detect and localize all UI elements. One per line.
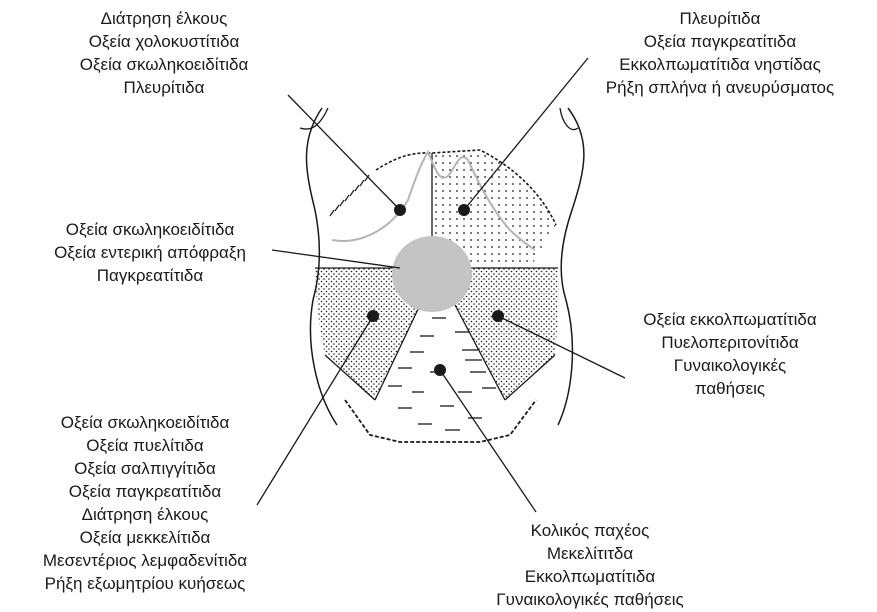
condition-label: Οξεία εκκολπωματίτιδα	[600, 308, 860, 331]
torso-outline-right	[558, 108, 584, 425]
condition-label: Πυελοπεριτονίτιδα	[600, 331, 860, 354]
condition-label: Πλευρίτιδα	[14, 76, 314, 99]
lower-center-conditions: Κολικός παχέος Μεκελίτιτδα Εκκολπωματίτι…	[470, 519, 710, 611]
condition-label: Ρήξη εξωμητρίου κυήσεως	[0, 572, 290, 595]
condition-label: Μεκελίτιτδα	[470, 542, 710, 565]
condition-label: παθήσεις	[600, 377, 860, 400]
upper-right-conditions: Πλευρίτιδα Οξεία παγκρεατίτιδα Εκκολπωμα…	[570, 7, 870, 99]
condition-label: Εκκολπωματίτιδα νηστίδας	[570, 53, 870, 76]
marker-lower-left	[367, 310, 379, 322]
condition-label: Οξεία παγκρεατίτιδα	[570, 30, 870, 53]
condition-label: Γυναικολογικές παθήσεις	[470, 588, 710, 611]
condition-label: Οξεία σκωληκοειδίτιδα	[14, 53, 314, 76]
condition-label: Πλευρίτιδα	[570, 7, 870, 30]
condition-label: Οξεία σκωληκοειδίτιδα	[0, 411, 290, 434]
center-conditions: Οξεία σκωληκοειδίτιδα Οξεία εντερική από…	[20, 218, 280, 287]
condition-label: Οξεία χολοκυστίτιδα	[14, 30, 314, 53]
condition-label: Διάτρηση έλκους	[0, 503, 290, 526]
condition-label: Οξεία σκωληκοειδίτιδα	[20, 218, 280, 241]
condition-label: Μεσεντέριος λεμφαδενίτιδα	[0, 549, 290, 572]
upper-left-conditions: Διάτρηση έλκους Οξεία χολοκυστίτιδα Οξεί…	[14, 7, 314, 99]
condition-label: Ρήξη σπλήνα ή ανευρύσματος	[570, 76, 870, 99]
condition-label: Κολικός παχέος	[470, 519, 710, 542]
marker-lower-right	[492, 310, 504, 322]
lower-left-conditions: Οξεία σκωληκοειδίτιδα Οξεία πυελίτιδα Οξ…	[0, 411, 290, 595]
condition-label: Οξεία πυελίτιδα	[0, 434, 290, 457]
condition-label: Οξεία εντερική απόφραξη	[20, 241, 280, 264]
condition-label: Οξεία σαλπιγγίτιδα	[0, 457, 290, 480]
lower-right-conditions: Οξεία εκκολπωματίτιδα Πυελοπεριτονίτιδα …	[600, 308, 860, 400]
periumbilical-region	[392, 236, 472, 312]
torso-outline-left	[306, 108, 337, 425]
marker-lower-center	[434, 364, 446, 376]
marker-upper-right	[458, 204, 470, 216]
condition-label: Οξεία μεκκελίτιδα	[0, 526, 290, 549]
condition-label: Οξεία παγκρεατίτιδα	[0, 480, 290, 503]
condition-label: Παγκρεατίτιδα	[20, 264, 280, 287]
condition-label: Εκκολπωματίτιδα	[470, 565, 710, 588]
condition-label: Διάτρηση έλκους	[14, 7, 314, 30]
upper-left-hatching	[330, 175, 369, 216]
marker-upper-left	[394, 204, 406, 216]
condition-label: Γυναικολογικές	[600, 354, 860, 377]
